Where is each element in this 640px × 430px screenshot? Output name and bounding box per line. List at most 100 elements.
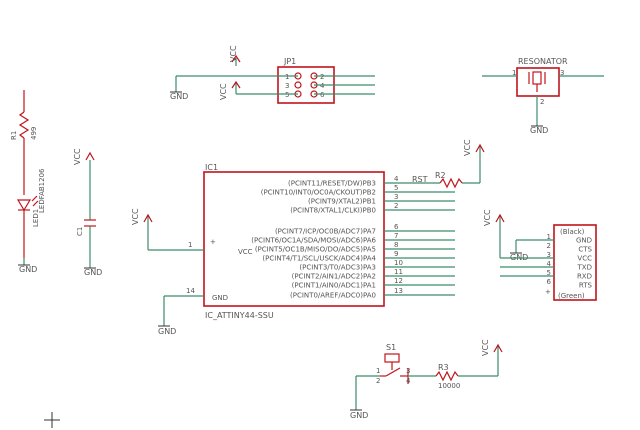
led-diode-symbol <box>16 199 32 212</box>
s1-pin-1: 1 <box>376 367 380 375</box>
r2-reset: RST R2 VCC <box>384 139 485 189</box>
ftdi-pin-number: 3 <box>547 251 551 259</box>
ic1-pin-list: (PCINT11/RESET/DW)PB3 4 (PCINT10/INT0/OC0A… <box>251 175 455 300</box>
ic1-pin-label: (PCINT7/ICP/OC0B/ADC7)PA7 <box>275 228 376 236</box>
ic1-pin-number: 9 <box>394 250 398 258</box>
ic1: IC1 IC_ATTINY44-SSU VCC GND + 1 14 (PCIN… <box>131 163 455 336</box>
jp1-pin-5: 5 <box>285 91 289 99</box>
c1-branch: VCC GND C1 <box>73 148 102 277</box>
vcc-label: VCC <box>483 209 492 226</box>
ic1-body <box>203 171 385 307</box>
gnd-label: GND <box>530 126 548 135</box>
resonator-body <box>516 67 560 97</box>
ftdi-pin-label: TXD <box>577 264 592 272</box>
s1-name: S1 <box>386 343 396 352</box>
ftdi-bottom-label: (Green) <box>558 292 585 300</box>
jp1-pin-1: 1 <box>285 73 289 81</box>
ic1-pin-label: (PCINT0/AREF/ADC0)PA0 <box>290 292 376 300</box>
resonator: RESONATOR 1 3 2 GND <box>482 57 604 135</box>
vcc-label: VCC <box>229 45 238 62</box>
ic1-pin-number: 2 <box>394 202 398 210</box>
r1-value: 499 <box>30 127 38 140</box>
s1-pin-2: 2 <box>376 377 380 385</box>
r1-led-branch: GND R1 499 LED1 LEDFAB1206 <box>10 90 46 274</box>
ftdi-body <box>553 224 597 301</box>
r3-name: R3 <box>438 363 449 372</box>
s1-pin-4: 4 <box>406 377 411 385</box>
gnd-label: GND <box>158 327 176 336</box>
gnd-label: GND <box>19 265 37 274</box>
ic1-pin-label: (PCINT1/AIN0/ADC1)PA1 <box>292 282 376 290</box>
ftdi-pin-label: RXD <box>577 273 592 281</box>
c1-name: C1 <box>76 227 84 236</box>
resonator-pin-3: 3 <box>560 69 564 77</box>
vcc-arrow <box>475 143 485 153</box>
ic1-gnd-label: GND <box>212 294 228 302</box>
jp1-pin-6: 6 <box>320 91 325 99</box>
gnd-label: GND <box>350 411 368 420</box>
origin-crosshair <box>44 412 60 428</box>
ftdi-pin-number: 6 <box>547 278 552 286</box>
gnd-label: GND <box>84 268 102 277</box>
led-name: LED1 <box>32 209 40 227</box>
ic1-pin-label: (PCINT8/XTAL1/CLKI)PB0 <box>290 207 376 215</box>
ic1-plus-mark: + <box>210 238 216 246</box>
ftdi-pin-label: GND <box>576 237 592 245</box>
rst-net-label: RST <box>412 175 428 184</box>
ftdi-pin-label: VCC <box>577 255 592 263</box>
ic1-pin-label: (PCINT11/RESET/DW)PB3 <box>288 180 376 188</box>
ic1-pin-number: 5 <box>394 184 398 192</box>
ic1-pin-number: 13 <box>394 287 403 295</box>
jp1-pin-4: 4 <box>320 82 325 90</box>
ic1-pin-label: (PCINT5/OC1B/MISO/DO/ADC5)PA5 <box>255 246 376 254</box>
resonator-pin-1: 1 <box>512 69 516 77</box>
vcc-arrow <box>85 151 95 161</box>
ftdi-pin-number: 2 <box>547 242 551 250</box>
jp1-pin-3: 3 <box>285 82 289 90</box>
vcc-arrow <box>143 213 153 223</box>
vcc-label: VCC <box>73 148 82 165</box>
vcc-label: VCC <box>463 139 472 156</box>
s1-r3-branch: S1 1 3 2 4 GND R3 10000 VCC <box>350 339 503 420</box>
ftdi-plus-mark: + <box>545 288 551 296</box>
ic1-pin-label: (PCINT3/T0/ADC3)PA3 <box>299 264 376 272</box>
ic1-vcc-label: VCC <box>238 248 253 256</box>
ic1-gnd-pin: 14 <box>186 287 195 295</box>
gnd-label: GND <box>170 92 188 101</box>
ftdi-pin-number: 1 <box>547 233 551 241</box>
ic1-pin-number: 8 <box>394 241 398 249</box>
r1-name: R1 <box>10 131 18 140</box>
vcc-label: VCC <box>219 83 228 100</box>
ic1-vcc-pin: 1 <box>188 241 192 249</box>
vcc-label: VCC <box>131 208 140 225</box>
jp1-header: JP1 1 2 3 4 5 6 GND VCC VCC <box>170 45 375 104</box>
ftdi-pin-number: 4 <box>547 260 552 268</box>
ic1-pin-number: 6 <box>394 223 399 231</box>
s1-actuator <box>384 353 400 363</box>
ic1-pin-label: (PCINT2/AIN1/ADC2)PA2 <box>292 273 376 281</box>
vcc-arrow <box>231 54 241 63</box>
ic1-pin-number: 12 <box>394 277 403 285</box>
jp1-pins <box>294 72 318 98</box>
vcc-label: VCC <box>481 339 490 356</box>
ic1-pin-label: (PCINT9/XTAL2)PB1 <box>308 198 376 206</box>
s1-pin-3: 3 <box>406 367 410 375</box>
ic1-pin-label: (PCINT4/T1/SCL/USCK/ADC4)PA4 <box>262 255 376 263</box>
ic1-pin-number: 7 <box>394 232 398 240</box>
ftdi-pin-label: RTS <box>579 282 593 290</box>
vcc-arrow <box>495 213 505 223</box>
vcc-arrow <box>493 343 503 353</box>
ic1-pin-number: 10 <box>394 259 403 267</box>
ic1-pin-number: 11 <box>394 268 403 276</box>
ic1-pin-number: 4 <box>394 175 399 183</box>
resonator-name: RESONATOR <box>518 57 568 66</box>
ftdi-top-label: (Black) <box>560 228 585 236</box>
ic1-pin-number: 3 <box>394 193 398 201</box>
vcc-arrow <box>231 80 241 89</box>
resonator-pin-2: 2 <box>540 98 544 106</box>
ic1-pin-label: (PCINT10/INT0/OC0A/CKOUT)PB2 <box>261 189 376 197</box>
r2-name: R2 <box>435 171 446 180</box>
jp1-pin-2: 2 <box>320 73 324 81</box>
